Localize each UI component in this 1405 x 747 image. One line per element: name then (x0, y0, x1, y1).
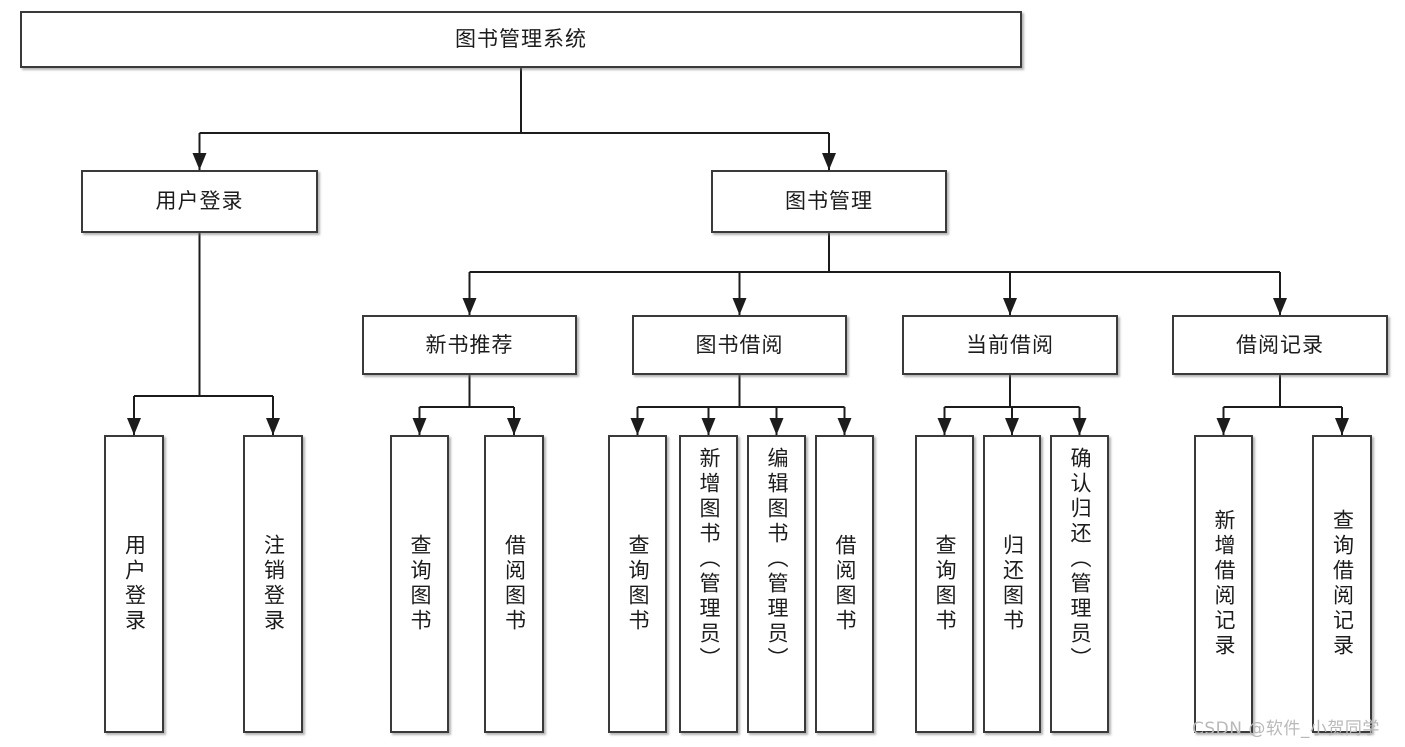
arrowhead-2-1 (266, 418, 280, 435)
node-label: 图书借阅 (695, 332, 784, 357)
node-label: 注销登录 (261, 534, 286, 634)
node-label: 当前借阅 (966, 332, 1054, 357)
arrowhead-4-1 (701, 418, 716, 435)
node-label: 用户登录 (155, 189, 244, 214)
arrowhead-4-2 (769, 418, 784, 435)
node-label: 用户登录 (122, 534, 147, 634)
node-book-manage[interactable]: 图书管理 (711, 170, 947, 233)
arrowhead-0-0 (192, 153, 207, 170)
node-leaf-borrow-book-1[interactable]: 借阅图书 (484, 435, 544, 733)
node-label: 新增图书（管理员） (697, 447, 721, 672)
node-leaf-query-book-1[interactable]: 查询图书 (390, 435, 449, 733)
node-leaf-confirm-return[interactable]: 确认归还（管理员） (1050, 435, 1109, 733)
node-label: 查询图书 (408, 534, 432, 634)
arrowhead-1-2 (1003, 298, 1017, 315)
node-label: 借阅记录 (1236, 332, 1324, 357)
node-label: 借阅图书 (502, 534, 527, 634)
node-label: 查询图书 (626, 534, 650, 634)
node-current-borrow[interactable]: 当前借阅 (902, 315, 1118, 375)
node-leaf-return-book[interactable]: 归还图书 (983, 435, 1041, 733)
node-leaf-query-book-3[interactable]: 查询图书 (915, 435, 974, 733)
node-borrow-record[interactable]: 借阅记录 (1172, 315, 1388, 375)
arrowhead-5-0 (937, 418, 952, 435)
arrowhead-4-3 (837, 418, 852, 435)
node-leaf-query-record[interactable]: 查询借阅记录 (1312, 435, 1372, 733)
node-user-login[interactable]: 用户登录 (81, 170, 318, 233)
node-leaf-user-login[interactable]: 用户登录 (104, 435, 164, 733)
node-label: 查询图书 (933, 534, 957, 634)
node-label: 归还图书 (1000, 534, 1025, 634)
arrowhead-1-1 (732, 298, 747, 315)
arrowhead-0-1 (822, 153, 836, 170)
node-new-book-rec[interactable]: 新书推荐 (362, 315, 577, 375)
arrowhead-3-1 (507, 418, 521, 435)
node-leaf-add-book[interactable]: 新增图书（管理员） (679, 435, 738, 733)
arrowhead-6-0 (1216, 418, 1231, 435)
node-root[interactable]: 图书管理系统 (20, 11, 1022, 68)
node-leaf-add-record[interactable]: 新增借阅记录 (1194, 435, 1253, 733)
node-label: 借阅图书 (833, 534, 857, 634)
node-label: 确认归还（管理员） (1068, 447, 1092, 672)
node-label: 查询借阅记录 (1330, 509, 1355, 659)
arrowhead-1-0 (462, 298, 477, 315)
node-label: 新书推荐 (425, 332, 514, 357)
node-leaf-edit-book[interactable]: 编辑图书（管理员） (747, 435, 806, 733)
arrowhead-2-0 (127, 418, 141, 435)
arrowhead-5-1 (1005, 418, 1019, 435)
node-label: 编辑图书（管理员） (765, 447, 789, 672)
node-label: 图书管理系统 (455, 27, 587, 52)
arrowhead-5-2 (1072, 418, 1087, 435)
arrowhead-4-0 (630, 418, 645, 435)
node-leaf-logout[interactable]: 注销登录 (243, 435, 303, 733)
node-leaf-query-book-2[interactable]: 查询图书 (608, 435, 667, 733)
node-label: 图书管理 (785, 189, 873, 214)
arrowhead-3-0 (412, 418, 427, 435)
node-book-borrow[interactable]: 图书借阅 (632, 315, 847, 375)
arrowhead-1-3 (1273, 298, 1287, 315)
node-label: 新增借阅记录 (1212, 509, 1236, 659)
node-leaf-borrow-book-2[interactable]: 借阅图书 (815, 435, 874, 733)
arrowhead-6-1 (1335, 418, 1349, 435)
